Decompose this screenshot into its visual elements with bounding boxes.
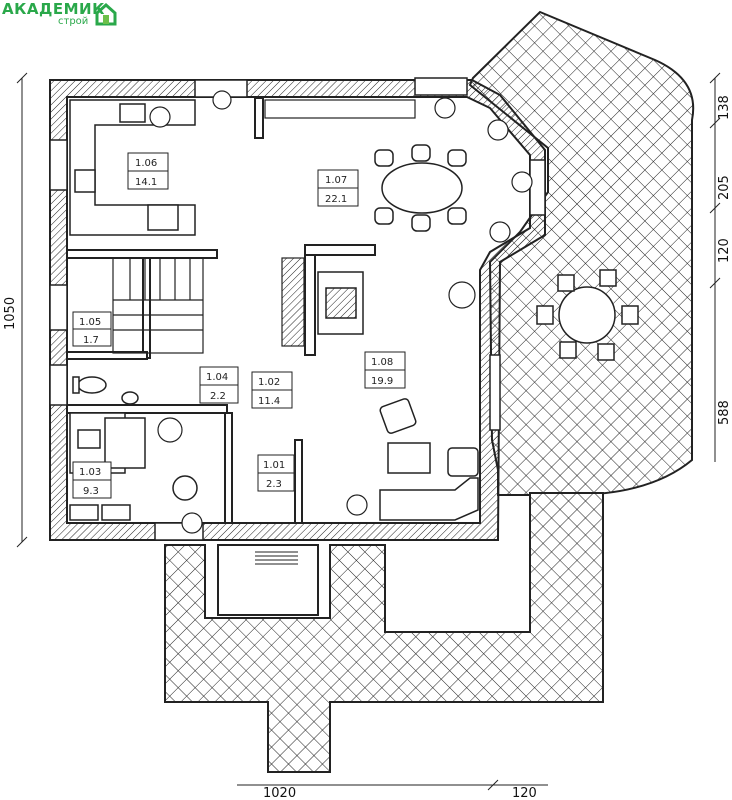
room-1-06-label: 1.06 14.1	[127, 152, 169, 190]
terrace-table	[536, 269, 639, 361]
room-1-02-area: 11.4	[258, 396, 280, 407]
house-icon	[95, 2, 117, 26]
dimension-lines	[16, 72, 721, 791]
logo-sub-text: строй	[58, 16, 89, 27]
logo-main-text: АКАДЕМИК	[2, 0, 105, 18]
room-1-06-id: 1.06	[135, 158, 157, 169]
room-1-01-id: 1.01	[263, 460, 285, 471]
entry-landing	[217, 544, 319, 616]
wardrobe	[281, 257, 305, 347]
room-1-01-label: 1.01 2.3	[257, 454, 295, 492]
room-1-05-label: 1.05 1.7	[72, 311, 112, 347]
room-1-07-area: 22.1	[325, 194, 347, 205]
entry-steps	[255, 551, 298, 565]
dimension-right-4: 588	[717, 400, 732, 425]
dimension-right-3: 120	[717, 238, 732, 263]
dimension-bottom-extra: 120	[512, 786, 537, 800]
room-1-03-label: 1.03 9.3	[72, 461, 112, 499]
bathroom-fixtures	[72, 376, 139, 405]
fireplace	[317, 271, 364, 335]
room-1-08-id: 1.08	[371, 357, 393, 368]
dimension-bottom-width: 1020	[263, 786, 296, 800]
staircase	[112, 257, 204, 354]
dimension-right-1: 138	[717, 95, 732, 120]
room-1-06-area: 14.1	[135, 177, 157, 188]
living-room-furniture	[379, 398, 479, 521]
room-1-05-area: 1.7	[83, 335, 99, 346]
room-1-07-id: 1.07	[325, 175, 347, 186]
room-1-08-label: 1.08 19.9	[364, 351, 406, 389]
storage-shelves	[264, 99, 416, 119]
dimension-right-2: 205	[717, 175, 732, 200]
decorative-plants	[149, 90, 533, 534]
dining-table	[374, 144, 467, 232]
room-1-03-id: 1.03	[79, 467, 101, 478]
room-1-02-label: 1.02 11.4	[251, 371, 293, 409]
room-1-04-id: 1.04	[206, 372, 228, 383]
room-1-08-area: 19.9	[371, 376, 393, 387]
dimension-left-height: 1050	[3, 297, 18, 330]
room-1-01-area: 2.3	[266, 479, 282, 490]
interior-walls	[66, 97, 376, 524]
room-1-05-id: 1.05	[79, 317, 101, 328]
room-1-02-id: 1.02	[258, 377, 280, 388]
room-1-04-area: 2.2	[210, 391, 226, 402]
room-1-07-label: 1.07 22.1	[317, 169, 359, 207]
company-logo: АКАДЕМИК строй	[0, 0, 140, 30]
room-1-04-label: 1.04 2.2	[199, 366, 239, 404]
room-1-03-area: 9.3	[83, 486, 99, 497]
room-labels: 1.06 14.1 1.07 22.1 1.05 1.7 1.04 2.2 1.…	[72, 152, 406, 499]
kitchen-furniture	[69, 99, 196, 236]
porch-area	[164, 492, 604, 773]
